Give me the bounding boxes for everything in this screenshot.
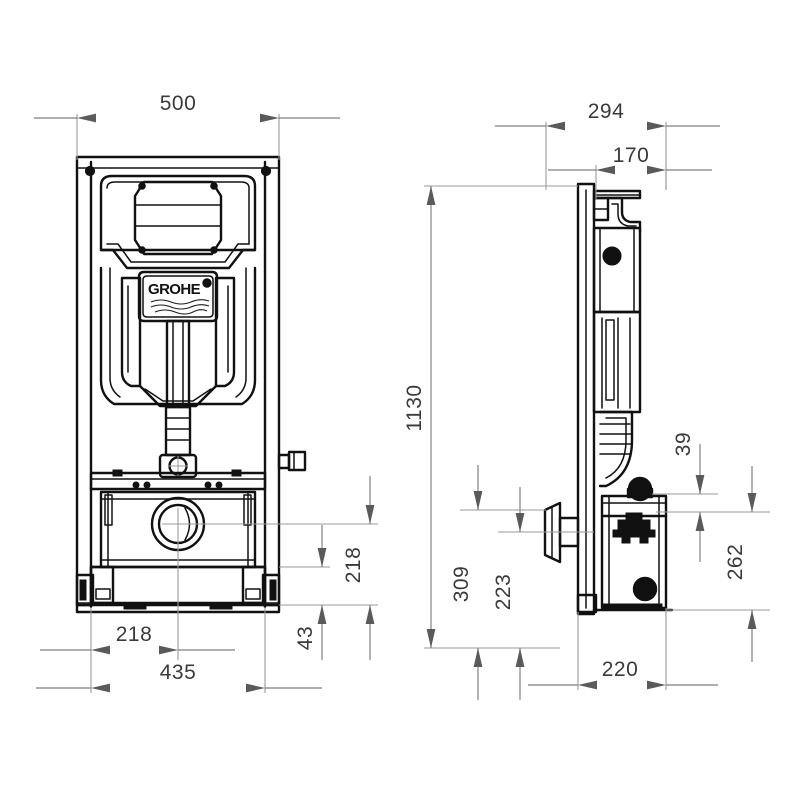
flush-pipe-front	[138, 319, 218, 479]
dimension-223: 223	[492, 487, 560, 700]
side-inspection-port	[602, 246, 622, 266]
dimension-label-218-vertical: 218	[342, 547, 365, 584]
side-waste-flange	[534, 501, 594, 564]
dimension-label-220: 220	[602, 658, 639, 681]
dimension-label-170: 170	[613, 144, 650, 167]
side-view: 294 170 1130 30	[403, 100, 770, 700]
dimension-label-262: 262	[724, 544, 747, 581]
dimension-label-500: 500	[160, 92, 197, 115]
dimension-label-43: 43	[294, 626, 317, 650]
grohe-logo-mark	[202, 278, 212, 288]
dimension-label-294: 294	[588, 100, 625, 123]
dimension-220: 220	[528, 608, 718, 690]
side-lower-housing	[576, 476, 674, 614]
grohe-logo-plate: GROHE	[137, 270, 219, 323]
dimension-218-horizontal: 218	[40, 540, 235, 660]
dimension-170: 170	[548, 144, 712, 200]
dimension-label-218-horizontal: 218	[116, 623, 153, 646]
dimension-label-223: 223	[492, 574, 515, 611]
cistern-tank	[99, 174, 257, 270]
side-flush-elbow	[598, 410, 634, 488]
dimension-label-1130: 1130	[403, 384, 426, 431]
mid-support-rail	[89, 469, 267, 491]
grohe-logo-text: GROHE	[148, 281, 201, 298]
frame-corner-fixings	[84, 165, 272, 177]
dimension-label-39: 39	[672, 432, 695, 456]
dimension-label-309: 309	[450, 566, 473, 603]
dimension-262: 262	[666, 466, 770, 662]
dimension-43: 43	[279, 525, 330, 660]
side-top-bracket	[592, 189, 642, 234]
water-inlet-connector	[277, 450, 307, 472]
front-view: GROHE	[34, 92, 378, 693]
dimension-label-435: 435	[160, 661, 197, 684]
cistern-lower-body	[99, 266, 257, 406]
dimension-500: 500	[34, 92, 340, 160]
dimension-435: 435	[36, 607, 322, 693]
